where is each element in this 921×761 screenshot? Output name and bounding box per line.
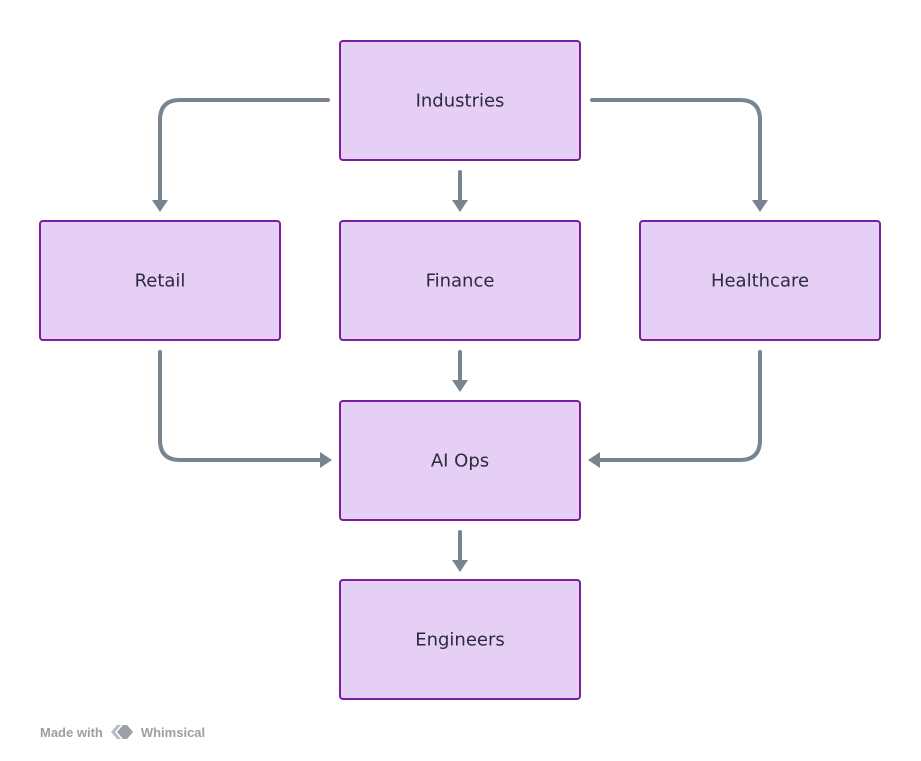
made-with-text: Made with (40, 724, 103, 740)
arrowhead-ai-ops-left (320, 452, 332, 468)
node-engineers[interactable]: Engineers (339, 579, 581, 700)
node-healthcare-label: Healthcare (711, 271, 809, 292)
node-retail-box (39, 220, 281, 341)
node-engineers-label: Engineers (415, 630, 505, 651)
arrowhead-retail (152, 200, 168, 212)
node-finance-box (339, 220, 581, 341)
edge-industries-retail (158, 98, 330, 202)
node-industries-box (339, 40, 581, 161)
made-with-whimsical-badge[interactable]: Made with Whimsical (40, 721, 205, 743)
node-retail-label: Retail (135, 271, 186, 292)
arrowhead-healthcare (752, 200, 768, 212)
whimsical-brand-text: Whimsical (140, 724, 206, 740)
whimsical-logo-icon (110, 725, 133, 739)
node-industries-label: Industries (416, 91, 505, 112)
arrowhead-engineers (452, 560, 468, 572)
edge-retail-ai-ops (158, 350, 322, 462)
node-healthcare-box (639, 220, 881, 341)
arrowhead-ai-ops-right (588, 452, 600, 468)
edge-healthcare-ai-ops (598, 350, 762, 462)
node-healthcare[interactable]: Healthcare (639, 220, 881, 341)
node-engineers-box (339, 579, 581, 700)
arrowhead-finance (452, 200, 468, 212)
node-retail[interactable]: Retail (39, 220, 281, 341)
node-ai-ops[interactable]: AI Ops (339, 400, 581, 521)
node-industries[interactable]: Industries (339, 40, 581, 161)
node-ai-ops-box (339, 400, 581, 521)
arrowhead-ai-ops-top (452, 380, 468, 392)
node-finance[interactable]: Finance (339, 220, 581, 341)
edge-industries-healthcare (590, 98, 762, 202)
node-finance-label: Finance (426, 271, 495, 292)
node-ai-ops-label: AI Ops (431, 451, 489, 472)
connectors (152, 98, 768, 572)
